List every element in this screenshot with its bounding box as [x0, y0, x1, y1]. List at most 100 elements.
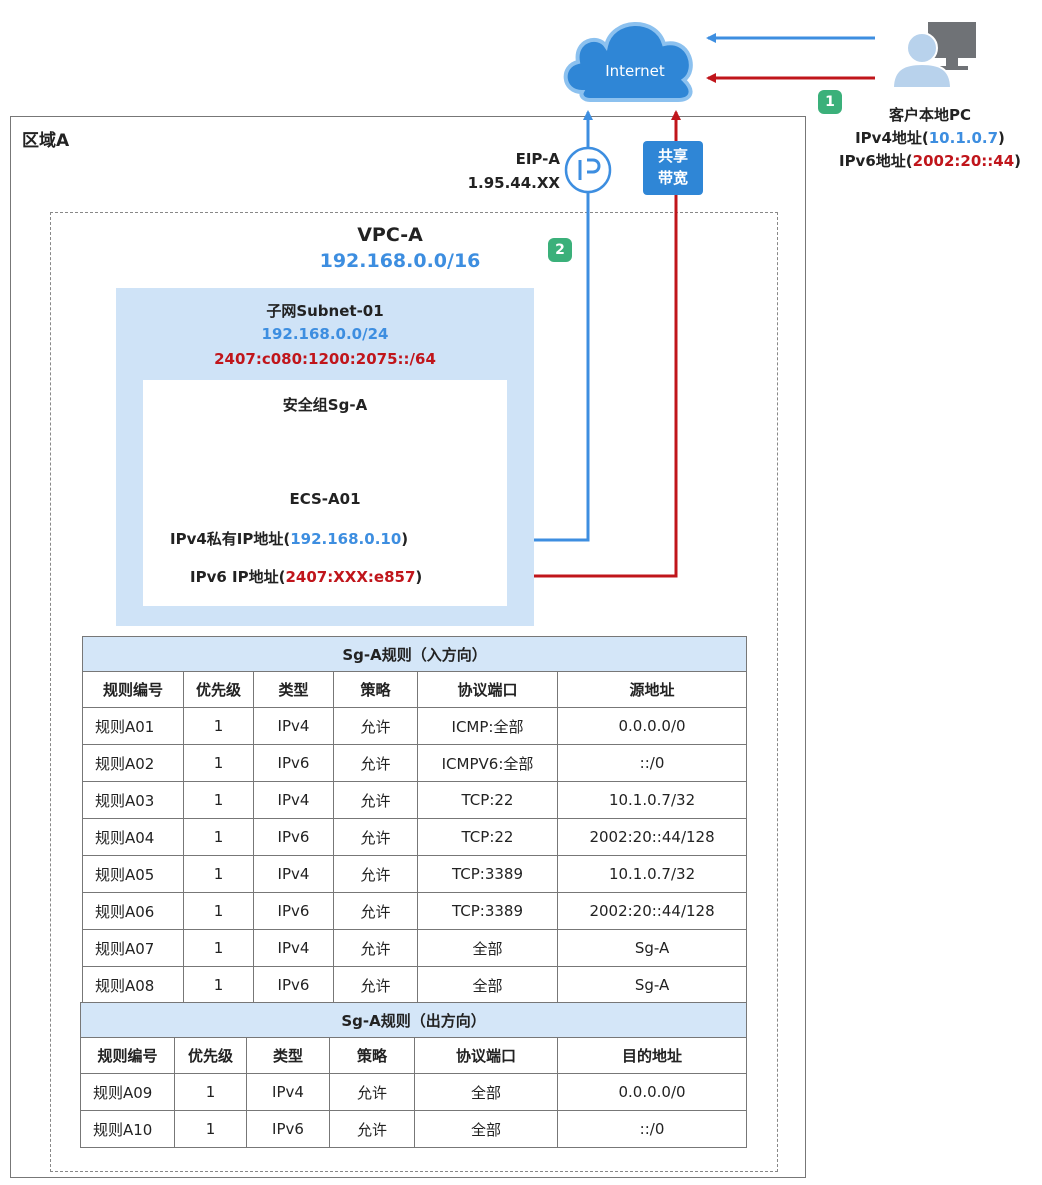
table-cell: 允许	[333, 892, 418, 930]
table-cell: IPv4	[253, 781, 334, 819]
table-cell: 规则A01	[82, 707, 184, 745]
table-cell: 1	[174, 1073, 247, 1111]
eip-address: 1.95.44.XX	[467, 174, 560, 192]
table-cell: TCP:3389	[417, 892, 558, 930]
table-cell: 规则A10	[80, 1110, 175, 1148]
step-badge-2: 2	[548, 238, 572, 262]
ecs-ipv6-prefix: IPv6 IP地址(	[190, 568, 286, 586]
inbound-header-cell: 策略	[333, 671, 418, 708]
inbound-header-cell: 规则编号	[82, 671, 184, 708]
table-cell: 0.0.0.0/0	[556, 707, 748, 745]
table-cell: 1	[183, 966, 254, 1004]
table-cell: 允许	[329, 1073, 415, 1111]
table-cell: 规则A07	[82, 929, 184, 967]
outbound-header-cell: 规则编号	[80, 1037, 175, 1074]
table-cell: 允许	[333, 781, 418, 819]
table-cell: 10.1.0.7/32	[556, 855, 748, 893]
table-cell: 允许	[333, 744, 418, 782]
table-cell: 允许	[329, 1110, 415, 1148]
table-cell: 允许	[333, 929, 418, 967]
subnet-name: 子网Subnet-01	[266, 302, 384, 320]
table-cell: TCP:22	[417, 818, 558, 856]
client-ipv4-value: 10.1.0.7	[928, 129, 999, 147]
table-cell: 允许	[333, 818, 418, 856]
ecs-ipv4-value: 192.168.0.10	[290, 530, 402, 548]
table-cell: IPv4	[253, 929, 334, 967]
ecs-ipv6-suffix: )	[415, 568, 423, 586]
ecs-ipv4-prefix: IPv4私有IP地址(	[170, 530, 291, 548]
subnet-ipv4-cidr: 192.168.0.0/24	[261, 325, 389, 343]
table-cell: 1	[183, 818, 254, 856]
outbound-header-cell: 目的地址	[556, 1037, 748, 1074]
shared-bandwidth-box: 共享 带宽	[643, 141, 703, 195]
step-badge-1: 1	[818, 90, 842, 114]
table-cell: IPv6	[246, 1110, 330, 1148]
table-cell: 规则A04	[82, 818, 184, 856]
ecs-ipv6-value: 2407:XXX:e857	[285, 568, 416, 586]
security-group-area	[143, 380, 507, 606]
ecs-ipv4-suffix: )	[401, 530, 409, 548]
table-cell: 1	[183, 744, 254, 782]
outbound-header-cell: 策略	[329, 1037, 415, 1074]
table-cell: 允许	[333, 855, 418, 893]
table-cell: IPv4	[246, 1073, 330, 1111]
outbound-table-title: Sg-A规则（出方向）	[79, 1002, 748, 1038]
ecs-ipv6: IPv6 IP地址(2407:XXX:e857)	[190, 566, 422, 587]
region-frame	[10, 116, 806, 1178]
outbound-header-cell: 协议端口	[414, 1037, 558, 1074]
table-cell: TCP:22	[417, 781, 558, 819]
client-ipv4-prefix: IPv4地址(	[855, 129, 929, 147]
table-cell: ICMP:全部	[417, 707, 558, 745]
eip-icon	[564, 146, 612, 194]
vpc-name: VPC-A	[357, 224, 423, 246]
internet-label: Internet	[605, 62, 665, 80]
table-cell: ::/0	[556, 744, 748, 782]
table-cell: ICMPV6:全部	[417, 744, 558, 782]
table-cell: 全部	[417, 966, 558, 1004]
table-cell: 规则A08	[82, 966, 184, 1004]
table-cell: IPv6	[253, 966, 334, 1004]
table-cell: IPv4	[253, 707, 334, 745]
table-cell: 1	[174, 1110, 247, 1148]
table-cell: 1	[183, 929, 254, 967]
table-cell: 允许	[333, 966, 418, 1004]
vpc-cidr: 192.168.0.0/16	[319, 250, 481, 272]
inbound-header-cell: 类型	[253, 671, 334, 708]
inbound-header-cell: 优先级	[183, 671, 254, 708]
eip-name: EIP-A	[515, 150, 560, 168]
table-cell: 0.0.0.0/0	[556, 1073, 748, 1111]
table-cell: IPv4	[253, 855, 334, 893]
table-cell: 规则A02	[82, 744, 184, 782]
inbound-header-cell: 源地址	[556, 671, 748, 708]
bandwidth-line1: 共享	[657, 147, 688, 165]
table-cell: 1	[183, 892, 254, 930]
pc-icon	[891, 22, 976, 89]
vpc-frame	[50, 212, 778, 1172]
outbound-header-cell: 优先级	[174, 1037, 247, 1074]
inbound-table-title: Sg-A规则（入方向）	[81, 636, 748, 672]
client-ipv6: IPv6地址(2002:20::44)	[820, 150, 1040, 173]
table-cell: 1	[183, 781, 254, 819]
table-cell: 1	[183, 855, 254, 893]
ecs-ipv4: IPv4私有IP地址(192.168.0.10)	[170, 528, 408, 549]
table-cell: 全部	[414, 1110, 558, 1148]
client-name: 客户本地PC	[888, 106, 971, 124]
bandwidth-line2: 带宽	[657, 169, 688, 187]
table-cell: TCP:3389	[417, 855, 558, 893]
table-cell: 2002:20::44/128	[556, 818, 748, 856]
client-ipv4-suffix: )	[998, 129, 1005, 147]
table-cell: Sg-A	[556, 966, 748, 1004]
table-cell: IPv6	[253, 818, 334, 856]
table-cell: 规则A06	[82, 892, 184, 930]
table-cell: 2002:20::44/128	[556, 892, 748, 930]
